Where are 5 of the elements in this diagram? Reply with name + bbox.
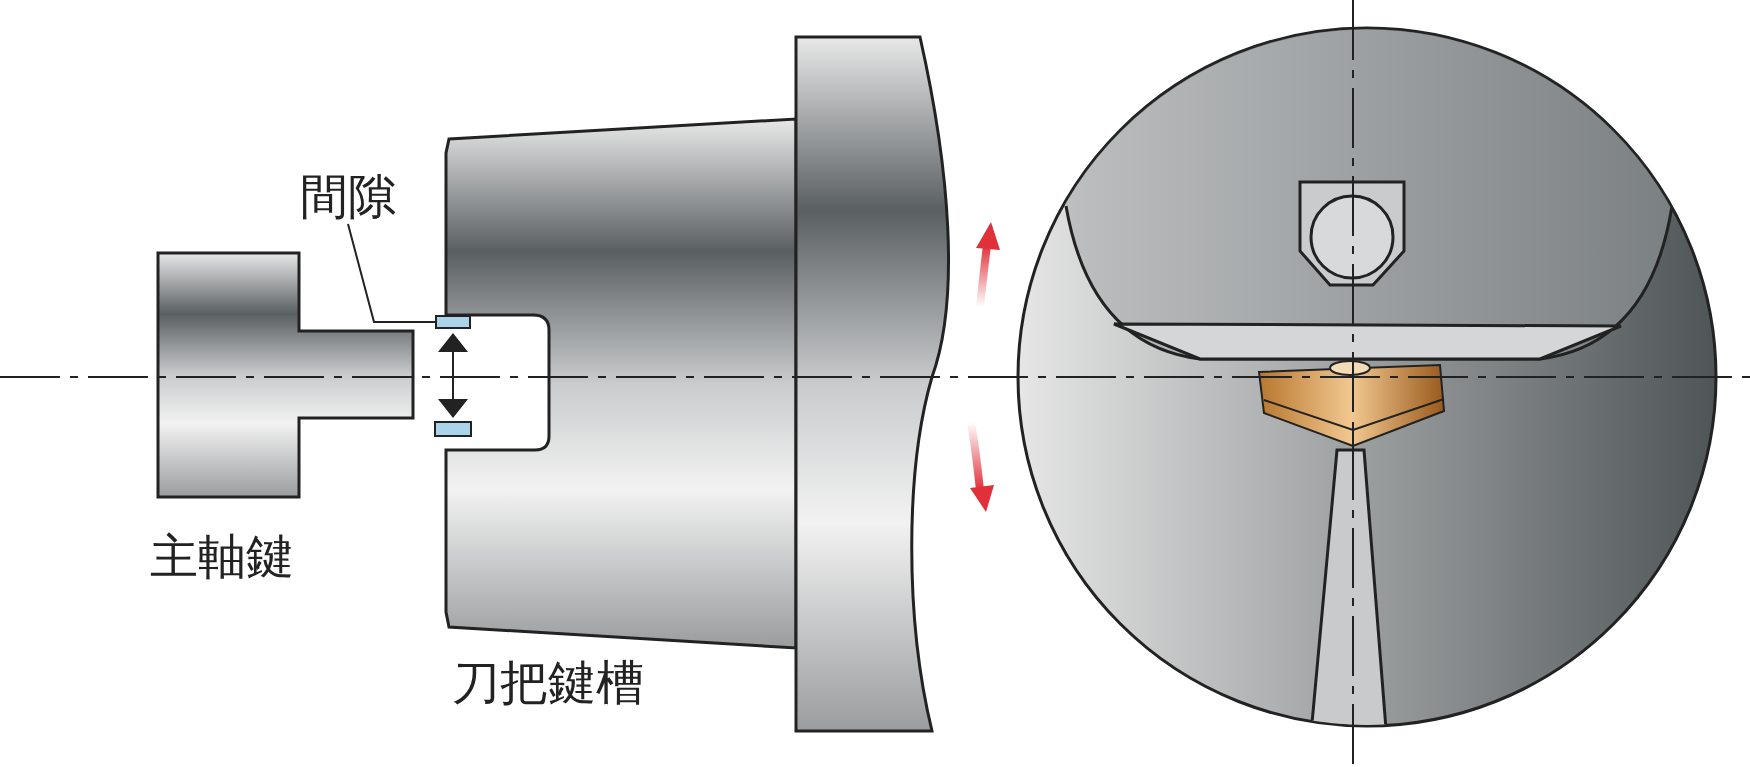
part-label: 主軸鍵	[150, 530, 294, 583]
part-label: 刀把鍵槽	[452, 656, 644, 709]
gap-marker	[435, 315, 471, 329]
leader-line	[347, 223, 436, 323]
gap-label: 間隙	[300, 170, 396, 223]
